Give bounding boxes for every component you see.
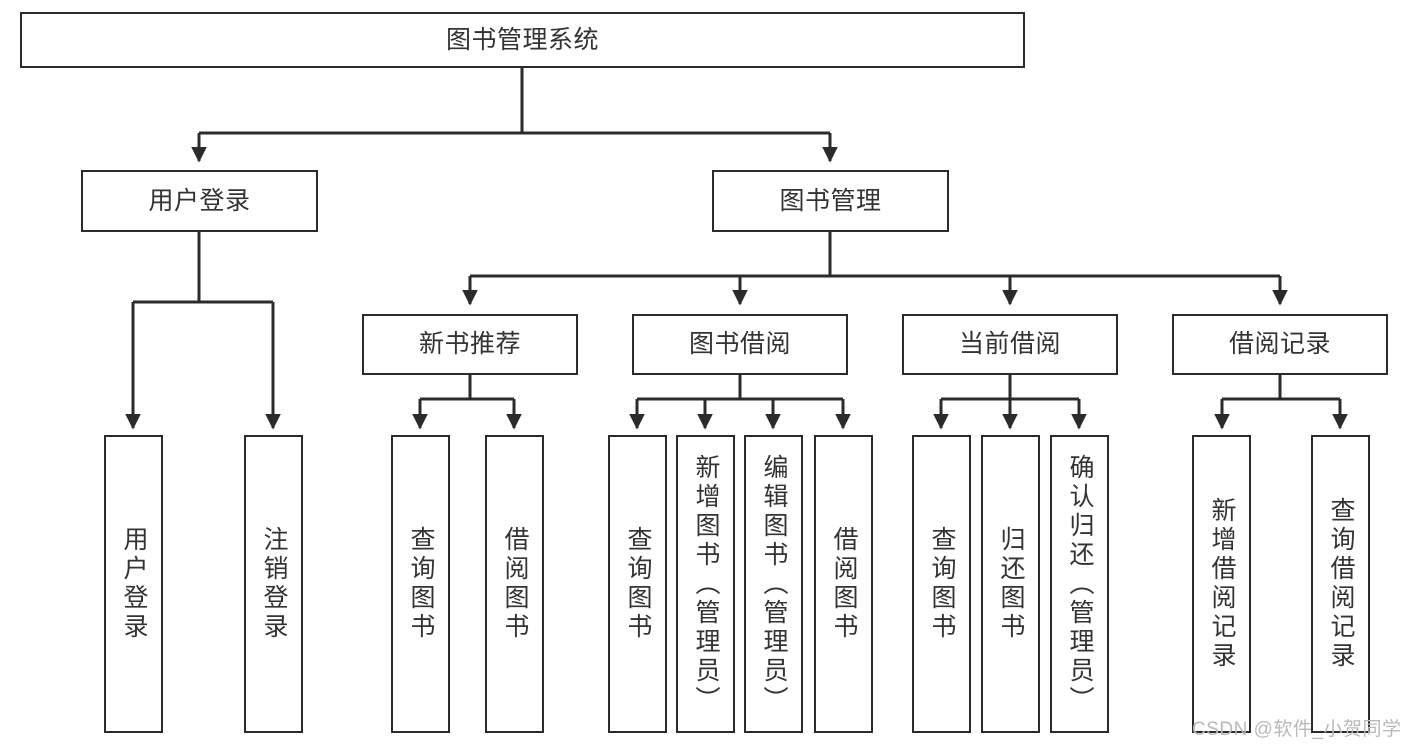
node-label: 新增借阅记录	[1208, 497, 1236, 671]
node-label: 图书借阅	[688, 330, 791, 358]
node-label: 归还图书	[997, 526, 1025, 642]
node-label: 新增图书（管理员）	[692, 453, 720, 715]
node-new-book-recommend[interactable]: 新书推荐	[362, 314, 578, 375]
node-label: 当前借阅	[958, 330, 1061, 358]
leaf-query-book-borrow[interactable]: 查询图书	[608, 435, 667, 733]
leaf-return-book[interactable]: 归还图书	[981, 435, 1040, 733]
leaf-add-borrow-record[interactable]: 新增借阅记录	[1192, 435, 1251, 733]
node-label: 用户登录	[120, 526, 148, 642]
node-label: 确认归还（管理员）	[1066, 453, 1094, 715]
node-label: 图书管理	[779, 186, 882, 215]
leaf-confirm-return-admin[interactable]: 确认归还（管理员）	[1050, 435, 1109, 733]
leaf-user-logout[interactable]: 注销登录	[244, 435, 303, 733]
node-label: 编辑图书（管理员）	[760, 453, 788, 715]
node-label: 借阅记录	[1228, 330, 1331, 358]
leaf-borrow-book-recommend[interactable]: 借阅图书	[485, 435, 544, 733]
node-label: 用户登录	[148, 186, 251, 215]
node-current-borrow[interactable]: 当前借阅	[902, 314, 1118, 375]
leaf-query-book-recommend[interactable]: 查询图书	[391, 435, 450, 733]
node-label: 查询借阅记录	[1327, 497, 1355, 671]
node-label: 借阅图书	[501, 526, 529, 642]
leaf-add-book-admin[interactable]: 新增图书（管理员）	[676, 435, 735, 733]
node-label: 借阅图书	[830, 526, 858, 642]
node-book-management[interactable]: 图书管理	[712, 170, 949, 232]
node-label: 查询图书	[624, 526, 652, 642]
node-root-system[interactable]: 图书管理系统	[20, 12, 1025, 68]
node-label: 注销登录	[260, 526, 288, 642]
node-borrow-record[interactable]: 借阅记录	[1172, 314, 1388, 375]
node-label: 新书推荐	[418, 330, 521, 358]
node-label: 查询图书	[928, 526, 956, 642]
leaf-query-book-current[interactable]: 查询图书	[912, 435, 971, 733]
node-user-login[interactable]: 用户登录	[81, 170, 318, 232]
leaf-edit-book-admin[interactable]: 编辑图书（管理员）	[744, 435, 803, 733]
node-label: 查询图书	[407, 526, 435, 642]
leaf-user-login[interactable]: 用户登录	[104, 435, 163, 733]
leaf-borrow-book[interactable]: 借阅图书	[814, 435, 873, 733]
node-label: 图书管理系统	[445, 25, 599, 54]
node-book-borrow[interactable]: 图书借阅	[632, 314, 848, 375]
csdn-watermark: CSDN @软件_小贺同学	[1192, 719, 1402, 740]
leaf-query-borrow-record[interactable]: 查询借阅记录	[1311, 435, 1370, 733]
